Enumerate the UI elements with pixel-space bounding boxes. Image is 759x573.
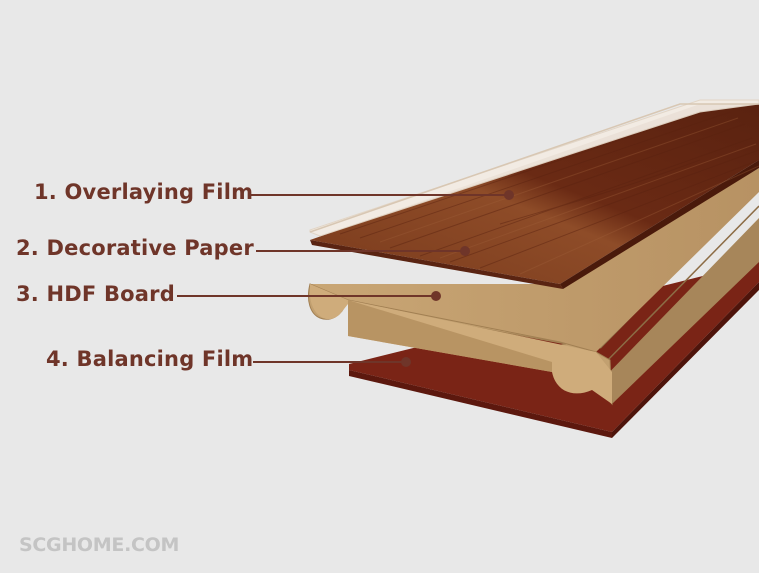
leader-line-hdf-board bbox=[177, 291, 441, 301]
label-overlaying-film: 1. Overlaying Film bbox=[34, 180, 254, 204]
label-hdf-board: 3. HDF Board bbox=[16, 282, 175, 306]
label-decorative-paper: 2. Decorative Paper bbox=[16, 236, 254, 260]
hdf-board-layer bbox=[307, 168, 759, 406]
watermark: SCGHOME.COM bbox=[19, 534, 180, 556]
leader-line-overlaying-film bbox=[250, 190, 514, 200]
decorative-paper-layer bbox=[310, 104, 759, 289]
overlaying-film-layer bbox=[309, 99, 759, 237]
label-balancing-film: 4. Balancing Film bbox=[46, 347, 254, 371]
leader-line-balancing-film bbox=[253, 357, 411, 367]
leader-line-decorative-paper bbox=[256, 246, 470, 256]
